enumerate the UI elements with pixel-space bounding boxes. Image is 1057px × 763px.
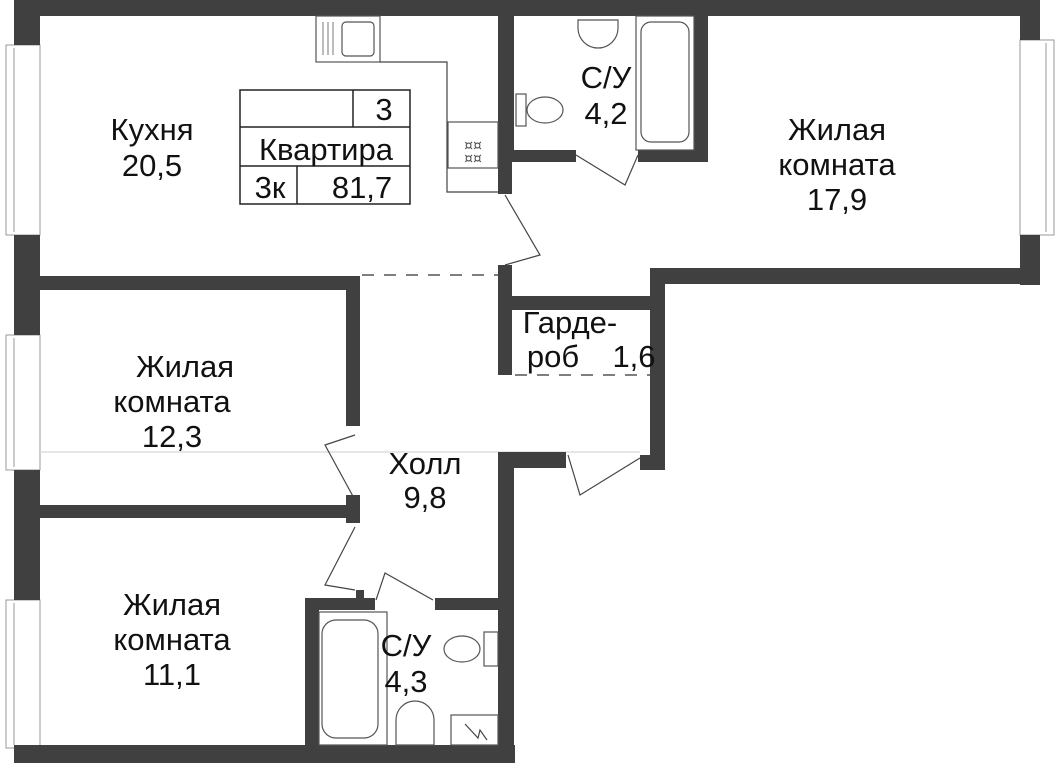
bedroom-large-area: 17,9 bbox=[807, 182, 867, 217]
bedroom-small-name-2: комната bbox=[113, 622, 231, 657]
bath1-area: 4,2 bbox=[584, 96, 627, 131]
apartment-info-box: 3 Квартира 3к 81,7 bbox=[239, 89, 411, 205]
window-bedroom-large bbox=[1019, 39, 1055, 236]
bedroom-large-name-2: комната bbox=[778, 147, 896, 182]
wardrobe-area: 1,6 bbox=[612, 339, 655, 374]
stove bbox=[447, 121, 499, 169]
window-bedroom-mid bbox=[5, 334, 41, 471]
boiler bbox=[450, 714, 499, 746]
bath2-area: 4,3 bbox=[384, 664, 427, 699]
doors bbox=[324, 154, 650, 601]
svg-text:¤¤: ¤¤ bbox=[464, 151, 482, 167]
toilet-1 bbox=[515, 93, 527, 127]
hall-name: Холл bbox=[388, 446, 461, 481]
wardrobe-name-1: Гарде- bbox=[523, 305, 617, 340]
apartment-total-area: 81,7 bbox=[332, 170, 392, 205]
apartment-title: Квартира bbox=[259, 132, 394, 167]
washbasin-2 bbox=[395, 700, 435, 746]
toilet-2 bbox=[483, 631, 499, 667]
apartment-type: 3к bbox=[255, 170, 286, 205]
window-kitchen bbox=[5, 44, 41, 236]
bedroom-small-name-1: Жилая bbox=[123, 587, 221, 622]
svg-text:¤¤: ¤¤ bbox=[464, 138, 482, 154]
bedroom-mid-name-2: комната bbox=[113, 384, 231, 419]
bedroom-large-name-1: Жилая bbox=[788, 112, 886, 147]
room-labels: Кухня 20,5 С/У 4,2 Жилая комната 17,9 Га… bbox=[111, 60, 897, 699]
washbasin-1 bbox=[577, 19, 619, 49]
walls bbox=[14, 0, 1040, 763]
bedroom-small-area: 11,1 bbox=[143, 657, 201, 692]
bedroom-mid-name-1: Жилая bbox=[136, 349, 234, 384]
windows bbox=[5, 39, 1055, 749]
apartment-number: 3 bbox=[375, 92, 392, 127]
window-bedroom-small bbox=[5, 599, 41, 749]
bath2-name: С/У bbox=[381, 628, 432, 663]
bedroom-mid-area: 12,3 bbox=[142, 419, 202, 454]
kitchen-area: 20,5 bbox=[122, 148, 182, 183]
wardrobe-name-2: роб bbox=[527, 339, 579, 374]
kitchen-name: Кухня bbox=[111, 112, 194, 147]
fixtures: ¤¤ ¤¤ bbox=[315, 15, 695, 746]
hall-area: 9,8 bbox=[403, 480, 446, 515]
bath1-name: С/У bbox=[581, 60, 632, 95]
